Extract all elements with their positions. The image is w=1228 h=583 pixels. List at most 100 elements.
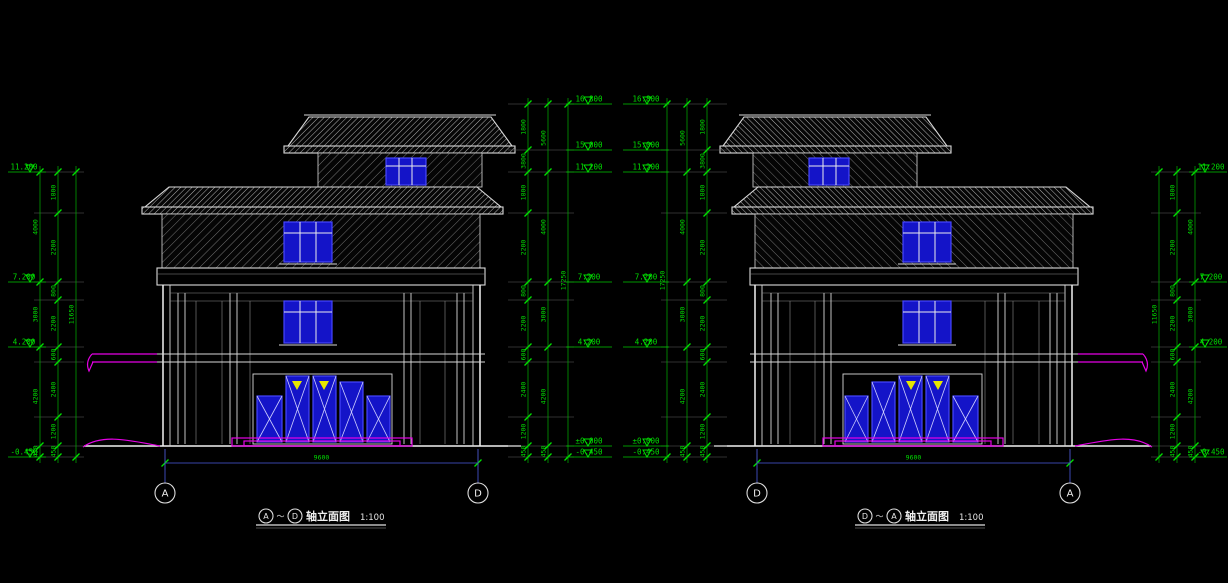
axis-bubble-label: D: [474, 489, 482, 500]
elevation-marker-triangle: [642, 438, 652, 448]
dimension-value: 1200: [50, 424, 58, 440]
elevation-marker-triangle: [583, 96, 593, 106]
axis-bubble: [154, 482, 176, 504]
dimension-value: 1200: [1169, 424, 1177, 440]
dimension-value: 4200: [540, 389, 548, 405]
elevation-value: 11.200: [1197, 163, 1225, 172]
elevation-marker-triangle: [1200, 164, 1210, 174]
dimension-tick: [524, 278, 532, 286]
axis-bubble-label: A: [162, 489, 169, 500]
elevation-value: 11.200: [10, 163, 38, 172]
dimension-value: 1800: [1169, 185, 1177, 201]
dimension-value: 4200: [32, 389, 40, 405]
dimension-value: 3000: [679, 307, 687, 323]
dimension-tick: [54, 168, 62, 176]
dimension-tick: [703, 413, 711, 421]
dimension-value: 450: [540, 446, 548, 458]
elevation-value: 16.800: [632, 95, 660, 104]
dimension-tick: [683, 453, 691, 461]
dimension-tick: [683, 442, 691, 450]
dimension-tick: [54, 413, 62, 421]
dimension-tick: [1155, 453, 1163, 461]
dimension-tick: [683, 278, 691, 286]
dimension-tick: [524, 146, 532, 154]
dimension-tick: [1173, 453, 1181, 461]
dimension-tick: [703, 296, 711, 304]
dimension-tick: [1173, 413, 1181, 421]
dimension-tick: [54, 209, 62, 217]
dimension-value: 800: [1169, 285, 1177, 297]
dimension-value: 800: [50, 285, 58, 297]
dimension-tick: [524, 358, 532, 366]
dimension-tick: [54, 358, 62, 366]
dimension-value: 450: [1187, 446, 1195, 458]
dimension-tick: [703, 442, 711, 450]
dimension-value: 450: [679, 446, 687, 458]
elevation-marker-triangle: [25, 274, 35, 284]
dimension-value: 4000: [1187, 219, 1195, 235]
dimension-tick: [683, 343, 691, 351]
elevation-marker-triangle: [642, 449, 652, 459]
caption-axis-label: D: [862, 512, 868, 521]
dimension-value: 1800: [699, 119, 707, 135]
overall-width-value: 9600: [314, 454, 330, 462]
dimension-value: 450: [50, 446, 58, 458]
dimension-tick: [544, 278, 552, 286]
dimension-tick: [1173, 343, 1181, 351]
dimension-value: 2200: [1169, 316, 1177, 332]
dimension-tick: [544, 100, 552, 108]
dimension-tick: [524, 453, 532, 461]
elevation-marker-triangle: [583, 164, 593, 174]
dimension-value: 3800: [520, 153, 528, 169]
elevation-marker-triangle: [25, 164, 35, 174]
elevation-value: 7.200: [635, 273, 658, 282]
dimension-tick: [524, 296, 532, 304]
left-elevation-annotations: 4000300042004501800220080022006002400120…: [8, 95, 612, 529]
elevation-value: 15.000: [575, 141, 603, 150]
elevation-value: -0.450: [632, 448, 660, 457]
dimension-tick: [54, 442, 62, 450]
caption-axis-label: A: [891, 512, 897, 521]
elevation-marker-triangle: [583, 438, 593, 448]
dimension-tick: [1173, 358, 1181, 366]
dimension-tick: [544, 343, 552, 351]
dimension-tick: [544, 168, 552, 176]
dimension-tick: [72, 453, 80, 461]
right-elevation-geometry: [713, 114, 1153, 448]
dimension-value: 450: [520, 446, 528, 458]
elevation-marker-triangle: [25, 339, 35, 349]
elevation-value: 7.200: [578, 273, 601, 282]
elevation-marker-triangle: [642, 96, 652, 106]
dimension-value: 2400: [50, 382, 58, 398]
elevation-marker-triangle: [25, 449, 35, 459]
caption-tilde: ～: [876, 512, 884, 521]
elevation-value: -0.450: [10, 448, 38, 457]
caption-axis-label: D: [292, 512, 298, 521]
dimension-value: 600: [1169, 349, 1177, 361]
dimension-value: 2200: [1169, 240, 1177, 256]
dimension-value: 1800: [520, 185, 528, 201]
dimension-value: 600: [699, 349, 707, 361]
dimension-value: 3000: [540, 307, 548, 323]
dimension-tick: [524, 442, 532, 450]
dimension-value: 3800: [699, 153, 707, 169]
dimension-value: 4200: [1187, 389, 1195, 405]
elevation-value: -0.450: [575, 448, 603, 457]
elevation-marker-triangle: [583, 274, 593, 284]
dimension-value: 3000: [1187, 307, 1195, 323]
elevation-marker-triangle: [583, 449, 593, 459]
elevation-marker-triangle: [642, 164, 652, 174]
caption-axis-bubble: [258, 508, 274, 524]
caption-axis-label: A: [263, 512, 269, 521]
dimension-value: 2200: [699, 240, 707, 256]
dimension-value: 2200: [699, 316, 707, 332]
dimension-value: 2200: [520, 240, 528, 256]
dimension-tick: [703, 168, 711, 176]
axis-bubble-label: A: [1067, 489, 1074, 500]
caption-scale: 1:100: [360, 513, 385, 523]
dimension-tick: [72, 168, 80, 176]
dimension-tick: [524, 209, 532, 217]
dimension-value: 5600: [540, 130, 548, 146]
caption-axis-bubble: [886, 508, 902, 524]
